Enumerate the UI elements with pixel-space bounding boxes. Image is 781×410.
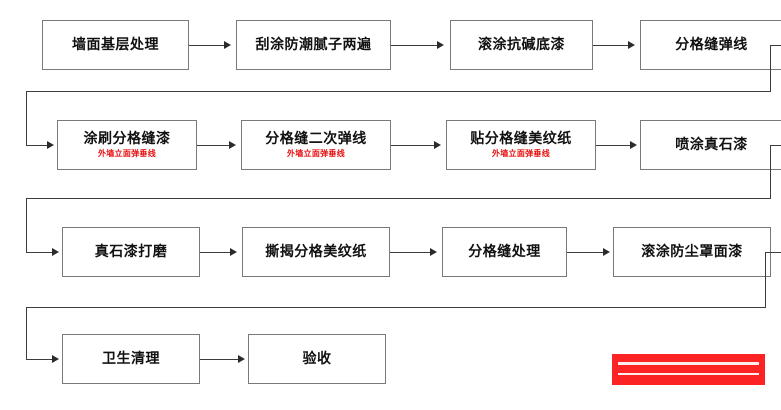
process-node-r1c4[interactable]: 分格缝弹线: [640, 20, 781, 70]
arrow-r2c2-to-r2c3: [434, 141, 441, 149]
connector-r1c3-to-r1c4: [593, 45, 630, 46]
wrap3-segment-down: [765, 252, 766, 307]
node-label: 真石漆打磨: [94, 243, 168, 260]
node-label: 喷涂真石漆: [675, 136, 748, 153]
connector-r1c1-to-r1c2: [189, 45, 226, 46]
wrap2-segment-downleft: [26, 198, 27, 252]
connector-r4c1-to-r4c2: [200, 359, 240, 360]
arrow-r3c1-to-r3c2: [230, 248, 237, 256]
process-node-r3c3[interactable]: 分格缝处理: [442, 227, 567, 277]
node-label: 验收: [302, 350, 332, 367]
node-label: 墙面基层处理: [72, 36, 159, 53]
connector-r3c3-to-r3c4: [567, 252, 605, 253]
node-label: 撕揭分格美纹纸: [265, 243, 367, 260]
wrap3-segment-across: [26, 307, 766, 308]
node-label: 分格缝弹线: [675, 36, 748, 53]
wrap3-segment-into-row4: [26, 359, 54, 360]
process-node-r2c2[interactable]: 分格缝二次弹线 外墙立面弹垂线: [241, 120, 391, 170]
process-node-r4c1[interactable]: 卫生清理: [62, 334, 200, 384]
node-note: 外墙立面弹垂线: [491, 149, 551, 159]
node-label: 贴分格缝美纹纸: [470, 131, 572, 148]
wrap3-segment-downleft: [26, 307, 27, 359]
wrap2-segment-right: [770, 145, 781, 146]
process-node-r1c3[interactable]: 滚涂抗碱底漆: [450, 20, 593, 70]
arrow-wrap2-into-row3: [52, 248, 59, 256]
watermark-text-line-1: [618, 362, 759, 365]
connector-r2c1-to-r2c2: [197, 145, 231, 146]
wrap2-segment-across: [26, 198, 771, 199]
wrap1-segment-across: [26, 91, 771, 92]
arrow-r2c1-to-r2c2: [229, 141, 236, 149]
node-label: 涂刷分格缝漆: [83, 131, 171, 148]
node-label: 滚涂防尘罩面漆: [641, 243, 743, 260]
connector-r3c1-to-r3c2: [200, 252, 232, 253]
process-node-r2c1[interactable]: 涂刷分格缝漆 外墙立面弹垂线: [57, 120, 197, 170]
connector-r1c2-to-r1c3: [391, 45, 439, 46]
process-node-r4c2[interactable]: 验收: [248, 334, 386, 384]
connector-r2c2-to-r2c3: [391, 145, 436, 146]
process-node-r2c4[interactable]: 喷涂真石漆: [640, 120, 781, 170]
connector-r2c3-to-r2c4: [596, 145, 632, 146]
wrap3-segment-right: [765, 252, 781, 253]
wrap2-segment-into-row3: [26, 252, 54, 253]
arrow-r1c2-to-r1c3: [437, 41, 444, 49]
process-node-r3c4[interactable]: 滚涂防尘罩面漆: [613, 227, 771, 277]
process-node-r3c1[interactable]: 真石漆打磨: [62, 227, 200, 277]
arrow-r1c1-to-r1c2: [224, 41, 231, 49]
arrow-wrap3-into-row4: [52, 355, 59, 363]
wrap2-segment-down: [770, 145, 771, 198]
process-node-r1c1[interactable]: 墙面基层处理: [42, 20, 189, 70]
node-label: 卫生清理: [102, 350, 160, 367]
watermark-text-line-2: [618, 373, 759, 375]
wrap1-segment-downleft: [26, 91, 27, 145]
wrap1-segment-down: [770, 45, 771, 91]
node-label: 分格缝处理: [468, 243, 541, 260]
node-label: 刮涂防潮腻子两遍: [255, 36, 372, 53]
watermark-banner: [612, 354, 765, 385]
arrow-r3c2-to-r3c3: [430, 248, 437, 256]
wrap1-segment-right: [770, 45, 781, 46]
connector-r3c2-to-r3c3: [390, 252, 432, 253]
arrow-r2c3-to-r2c4: [630, 141, 637, 149]
node-label: 分格缝二次弹线: [265, 131, 367, 148]
arrow-wrap1-into-row2: [47, 141, 54, 149]
arrow-r3c3-to-r3c4: [603, 248, 610, 256]
node-note: 外墙立面弹垂线: [97, 149, 157, 159]
wrap1-segment-into-row2: [26, 145, 49, 146]
process-node-r2c3[interactable]: 贴分格缝美纹纸 外墙立面弹垂线: [446, 120, 596, 170]
arrow-r4c1-to-r4c2: [238, 355, 245, 363]
node-note: 外墙立面弹垂线: [286, 149, 346, 159]
node-label: 滚涂抗碱底漆: [478, 36, 565, 53]
process-node-r1c2[interactable]: 刮涂防潮腻子两遍: [236, 20, 391, 70]
process-node-r3c2[interactable]: 撕揭分格美纹纸: [242, 227, 390, 277]
arrow-r1c3-to-r1c4: [628, 41, 635, 49]
